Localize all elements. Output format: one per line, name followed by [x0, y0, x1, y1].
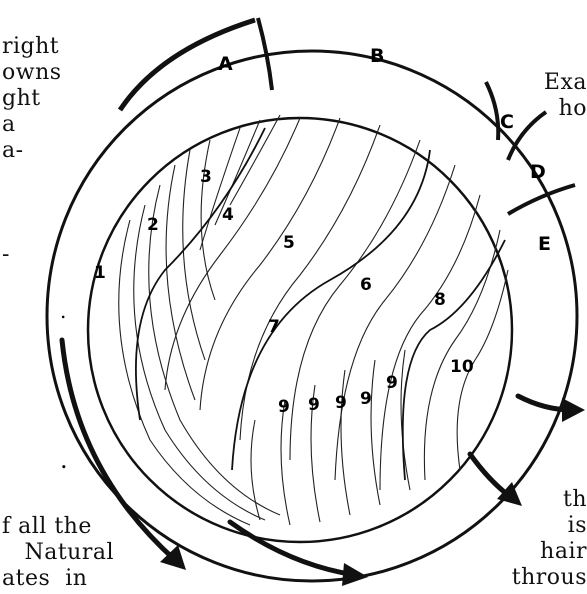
strand-label-9d: 9 [360, 389, 372, 409]
strand-label-4: 4 [222, 205, 234, 225]
strand-label-7: 7 [268, 317, 280, 337]
strand-label-9a: 9 [278, 397, 290, 417]
strand-label-6: 6 [360, 275, 372, 295]
strand-label-1: 1 [94, 263, 106, 283]
margin-mark-2: . [60, 446, 68, 474]
hair-strands [119, 115, 508, 525]
strand-label-2: 2 [147, 215, 159, 235]
flow-arrows [62, 340, 572, 575]
inner-circle [88, 118, 512, 542]
segment-label-e: E [538, 233, 551, 255]
segment-label-b: B [370, 45, 384, 67]
strand-label-3: 3 [200, 167, 212, 187]
strand-label-9e: 9 [386, 373, 398, 393]
segment-label-a: A [218, 53, 233, 75]
strand-label-9b: 9 [308, 395, 320, 415]
strand-label-8: 8 [434, 290, 446, 310]
strand-label-10: 10 [450, 357, 474, 377]
segment-label-d: D [530, 161, 546, 183]
arc-a [120, 20, 255, 110]
divider-d-e [508, 185, 575, 214]
strand-label-5: 5 [283, 233, 295, 253]
margin-mark-1: . [60, 299, 66, 323]
strand-label-9c: 9 [335, 393, 347, 413]
arrowheads [160, 398, 585, 586]
divider-b-c [486, 82, 498, 140]
segment-label-c: C [500, 111, 514, 133]
